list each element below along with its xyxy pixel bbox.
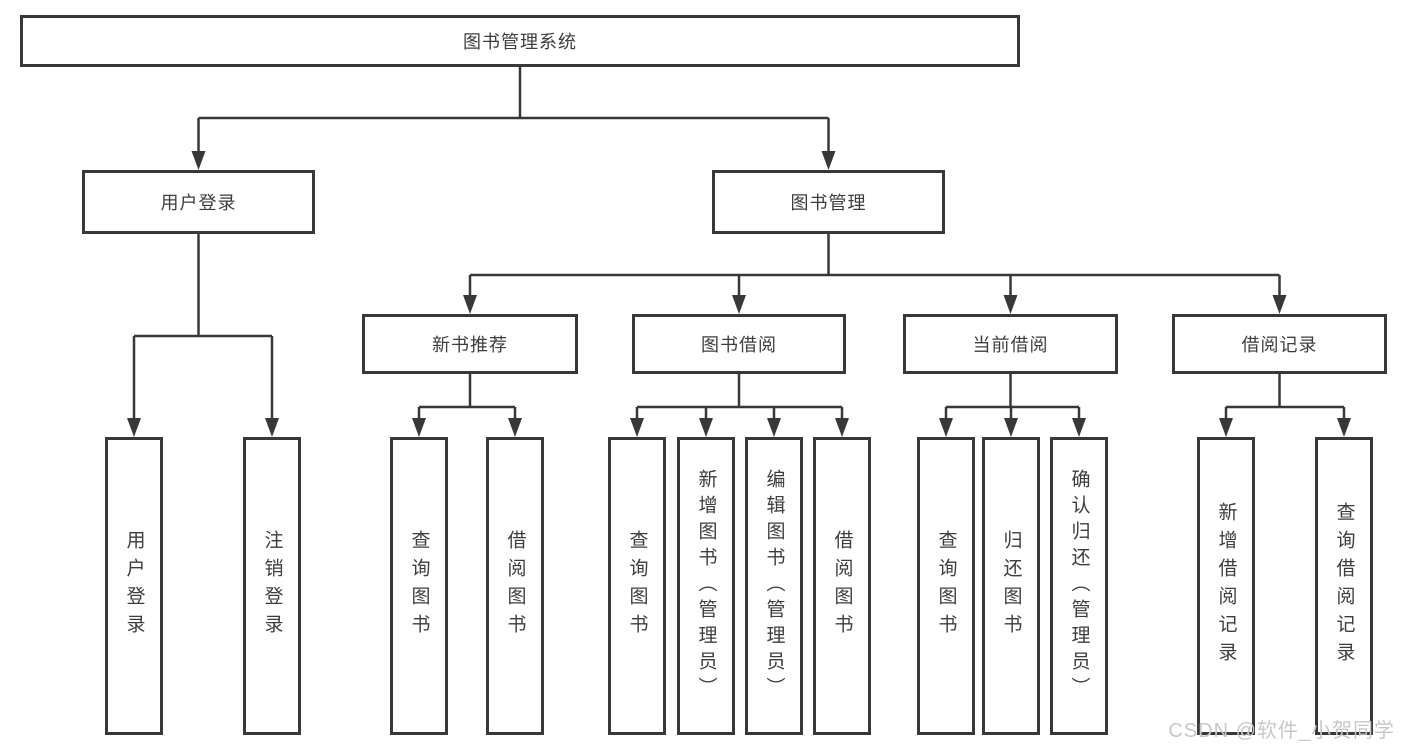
leaf-add-borrow-record: 新增借阅记录 [1197, 437, 1255, 735]
node-new-book-recommend: 新书推荐 [362, 314, 578, 374]
connector-book-management-to-level3 [463, 234, 1287, 314]
node-book-borrow: 图书借阅 [632, 314, 846, 374]
arrow-down-icon [1337, 418, 1351, 437]
leaf-borrow-books: 借阅图书 [813, 437, 871, 735]
arrow-down-icon [412, 418, 426, 437]
arrow-down-icon [939, 418, 953, 437]
leaf-query-books-recommend: 查询图书 [390, 437, 448, 735]
csdn-watermark: CSDN @软件_小贺同学 [1168, 720, 1395, 742]
node-current-borrow: 当前借阅 [903, 314, 1118, 374]
arrow-down-icon [463, 295, 477, 314]
connector-borrow-to-leaves [630, 374, 849, 437]
leaf-return-books: 归还图书 [982, 437, 1040, 735]
leaf-query-books-borrow: 查询图书 [608, 437, 666, 735]
leaf-user-login: 用户登录 [105, 437, 163, 735]
arrow-down-icon [1004, 418, 1018, 437]
node-book-management: 图书管理 [712, 170, 945, 234]
connector-root-to-level2 [191, 67, 836, 170]
connector-current-to-leaves [939, 374, 1086, 437]
connector-records-to-leaves [1219, 374, 1351, 437]
arrow-down-icon [508, 418, 522, 437]
arrow-down-icon [821, 151, 836, 170]
arrow-down-icon [835, 418, 849, 437]
leaf-query-borrow-record: 查询借阅记录 [1315, 437, 1373, 735]
arrow-down-icon [1272, 295, 1287, 314]
arrow-down-icon [127, 418, 141, 437]
arrow-down-icon [630, 418, 644, 437]
connector-new-books-to-leaves [412, 374, 522, 437]
arrow-down-icon [191, 151, 206, 170]
arrow-down-icon [265, 418, 279, 437]
arrow-down-icon [1003, 295, 1018, 314]
connector-user-login-to-leaves [127, 234, 279, 437]
leaf-edit-books-admin: 编辑图书（管理员） [745, 437, 803, 735]
node-library-system: 图书管理系统 [20, 15, 1020, 67]
leaf-confirm-return-admin: 确认归还（管理员） [1050, 437, 1108, 735]
node-user-login: 用户登录 [82, 170, 315, 234]
arrow-down-icon [1072, 418, 1086, 437]
arrow-down-icon [699, 418, 713, 437]
node-borrow-records: 借阅记录 [1172, 314, 1387, 374]
arrow-down-icon [1219, 418, 1233, 437]
leaf-query-books-current: 查询图书 [917, 437, 975, 735]
arrow-down-icon [732, 295, 746, 314]
leaf-borrow-books-recommend: 借阅图书 [486, 437, 544, 735]
leaf-logout: 注销登录 [243, 437, 301, 735]
arrow-down-icon [767, 418, 781, 437]
leaf-add-books-admin: 新增图书（管理员） [677, 437, 735, 735]
